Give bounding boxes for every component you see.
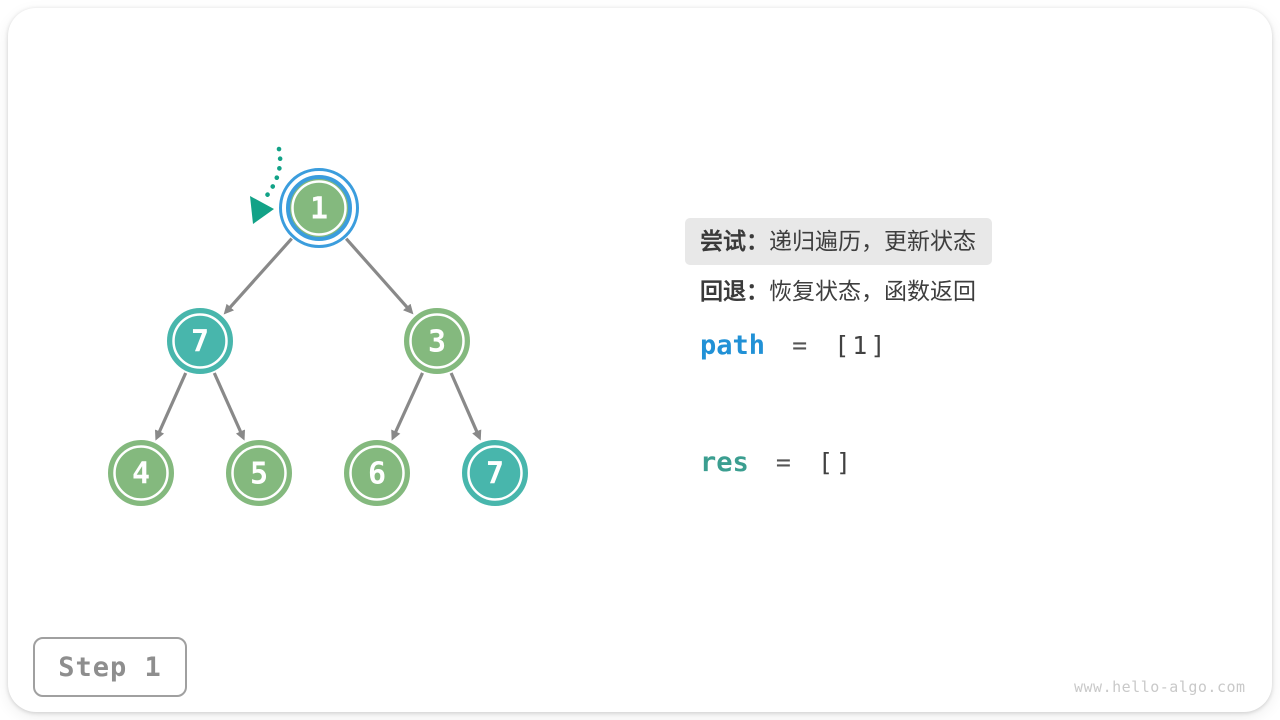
tree-edge — [345, 237, 414, 315]
pointer-dotted-line — [262, 146, 283, 201]
node-circle — [404, 308, 470, 374]
node-circle — [462, 440, 528, 506]
node-value-label: 4 — [132, 457, 150, 492]
tree-node-6: 7 — [462, 440, 528, 506]
binary-tree-figure: 1 7 3 4 5 6 7 — [108, 146, 528, 506]
tree-node-1: 7 — [167, 308, 233, 374]
node-circle — [226, 440, 292, 506]
current-node-pointer-icon — [250, 146, 283, 224]
node-value-label: 6 — [368, 457, 386, 492]
variable-path-name: path — [700, 330, 766, 361]
tree-node-4: 5 — [226, 440, 292, 506]
node-inner-ring — [409, 313, 465, 369]
node-inner-ring — [349, 445, 405, 501]
legend-try-text: 递归遍历，更新状态 — [769, 228, 976, 254]
node-value-label: 7 — [191, 325, 209, 360]
node-inner-ring — [467, 445, 523, 501]
legend-back-prefix: 回退： — [700, 278, 769, 304]
step-label: Step 1 — [58, 651, 162, 683]
variable-path-row: path = [1] — [700, 330, 888, 361]
variable-path-value: [1] — [834, 331, 889, 360]
current-node-highlight-ring — [279, 168, 359, 248]
legend-try-row: 尝试：递归遍历，更新状态 — [685, 218, 992, 265]
node-inner-ring — [231, 445, 287, 501]
node-value-label: 5 — [250, 457, 268, 492]
watermark: www.hello-algo.com — [1074, 678, 1246, 696]
variable-res-row: res = [] — [700, 447, 854, 478]
variable-res-name: res — [700, 447, 749, 478]
legend-back-row: 回退：恢复状态，函数返回 — [700, 277, 976, 305]
tree-edge — [449, 372, 482, 441]
variable-res-value: [] — [817, 448, 855, 477]
tree-edge — [154, 372, 188, 441]
tree-edge — [223, 237, 293, 315]
legend-try-prefix: 尝试： — [700, 228, 769, 254]
tree-nodes: 1 7 3 4 5 6 7 — [108, 168, 528, 506]
node-circle — [344, 440, 410, 506]
node-inner-ring — [291, 180, 347, 236]
node-value-label: 3 — [428, 325, 446, 360]
node-inner-ring — [172, 313, 228, 369]
legend-back-text: 恢复状态，函数返回 — [769, 278, 976, 304]
tree-edge — [212, 372, 246, 441]
node-inner-ring — [113, 445, 169, 501]
node-value-label: 7 — [486, 457, 504, 492]
tree-node-2: 3 — [404, 308, 470, 374]
step-badge: Step 1 — [33, 637, 187, 697]
tree-edges — [154, 237, 482, 441]
tree-edge — [391, 372, 424, 441]
node-circle — [167, 308, 233, 374]
equals-sign: = — [775, 448, 791, 477]
tree-node-0: 1 — [279, 168, 359, 248]
pointer-arrowhead — [250, 196, 274, 224]
tree-node-5: 6 — [344, 440, 410, 506]
node-circle — [286, 175, 352, 241]
node-circle — [108, 440, 174, 506]
tree-node-3: 4 — [108, 440, 174, 506]
node-value-label: 1 — [310, 192, 328, 227]
equals-sign: = — [792, 331, 808, 360]
